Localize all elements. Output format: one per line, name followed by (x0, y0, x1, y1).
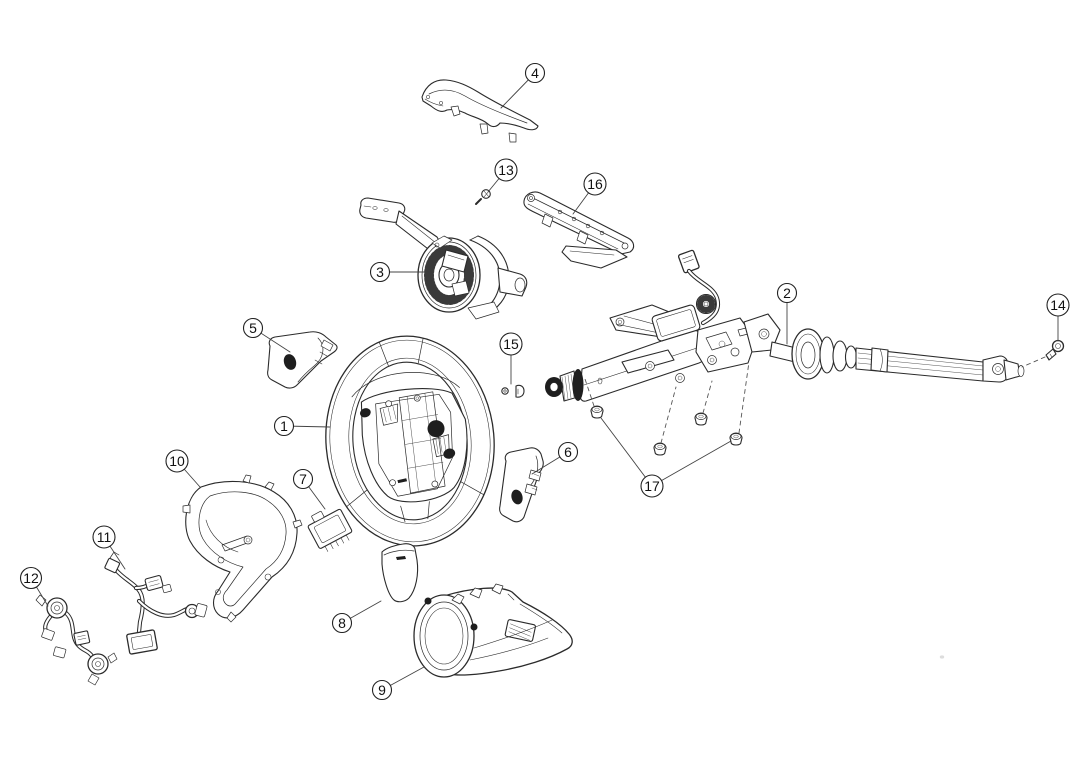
callout-number: 16 (587, 176, 603, 192)
assembly-dash-line (702, 380, 713, 414)
callout-number: 5 (249, 320, 257, 336)
callout-7[interactable]: 7 (292, 468, 326, 510)
callout-number: 11 (97, 529, 112, 545)
upper-column-cover-illustration (421, 79, 539, 143)
callout-13[interactable]: 13 (487, 158, 518, 193)
callout-14[interactable]: 14 (1046, 293, 1070, 342)
callout-number: 3 (376, 264, 384, 280)
callout-circle[interactable] (494, 158, 518, 182)
callout-17[interactable]: 17 (600, 417, 732, 498)
callout-circle[interactable] (165, 449, 189, 473)
callout-2[interactable]: 2 (776, 282, 798, 345)
callout-10[interactable]: 10 (165, 449, 201, 488)
callout-5[interactable]: 5 (242, 317, 291, 353)
left-paddle-illustration (267, 331, 338, 389)
right-paddle-illustration (499, 447, 544, 523)
callout-circle[interactable] (19, 566, 43, 590)
callout-circle[interactable] (640, 474, 664, 498)
callout-1[interactable]: 1 (273, 415, 331, 437)
callout-number: 15 (503, 336, 519, 352)
callout-number: 12 (23, 570, 39, 586)
callout-leader-line (651, 440, 732, 487)
assembly-dash-line (1021, 356, 1046, 368)
callout-16[interactable]: 16 (572, 172, 607, 215)
small-fasteners-illustration (501, 384, 525, 398)
bracket-illustration (523, 191, 635, 269)
control-module-illustration (307, 508, 353, 552)
callout-number: 4 (531, 65, 539, 81)
wiring-harness-illustration (104, 551, 208, 655)
callout-number: 1 (280, 418, 288, 434)
callout-9[interactable]: 9 (371, 666, 425, 701)
callout-number: 6 (564, 444, 572, 460)
callout-circle[interactable] (1046, 293, 1070, 317)
callout-15[interactable]: 15 (499, 332, 523, 385)
nut-set-illustration (590, 405, 743, 456)
steering-wheel-illustration (325, 335, 495, 547)
callout-number: 8 (338, 615, 346, 631)
callout-4[interactable]: 4 (500, 62, 546, 109)
callout-circle[interactable] (273, 415, 295, 437)
callout-leader-line (600, 417, 653, 487)
callout-6[interactable]: 6 (531, 441, 579, 475)
callout-12[interactable]: 12 (19, 566, 49, 607)
callout-number: 14 (1050, 297, 1066, 313)
assembly-dash-line (584, 378, 595, 407)
callout-circle[interactable] (92, 525, 116, 549)
lower-column-cover-illustration (413, 583, 573, 678)
callout-number: 17 (644, 478, 660, 494)
scan-artifact (939, 655, 945, 659)
callout-number: 2 (783, 285, 791, 301)
assembly-dash-layer (584, 356, 1046, 444)
callout-number: 9 (378, 682, 386, 698)
callout-3[interactable]: 3 (369, 261, 425, 283)
callout-circle[interactable] (524, 62, 546, 84)
callout-circle[interactable] (776, 282, 798, 304)
callout-11[interactable]: 11 (92, 525, 126, 570)
assembly-dash-line (738, 361, 750, 434)
callout-number: 10 (169, 453, 185, 469)
callout-circle[interactable] (583, 172, 607, 196)
switch-harness-illustration (35, 594, 118, 686)
callout-circle[interactable] (371, 679, 393, 701)
combination-switch-illustration (359, 197, 528, 320)
bolt-illustration (1045, 339, 1065, 361)
callout-circle[interactable] (557, 441, 579, 463)
callout-circle[interactable] (331, 612, 353, 634)
wheel-trim-frame-illustration (182, 474, 303, 623)
assembly-dash-line (660, 386, 677, 444)
callout-circle[interactable] (242, 317, 264, 339)
callout-circle[interactable] (499, 332, 523, 356)
callout-8[interactable]: 8 (331, 600, 382, 634)
callout-circle[interactable] (369, 261, 391, 283)
callout-number: 13 (498, 162, 514, 178)
callout-circle[interactable] (292, 468, 314, 490)
steering-column-assembly-illustration (545, 249, 1025, 402)
trim-cap-illustration (381, 543, 419, 603)
callout-number: 7 (299, 471, 307, 487)
